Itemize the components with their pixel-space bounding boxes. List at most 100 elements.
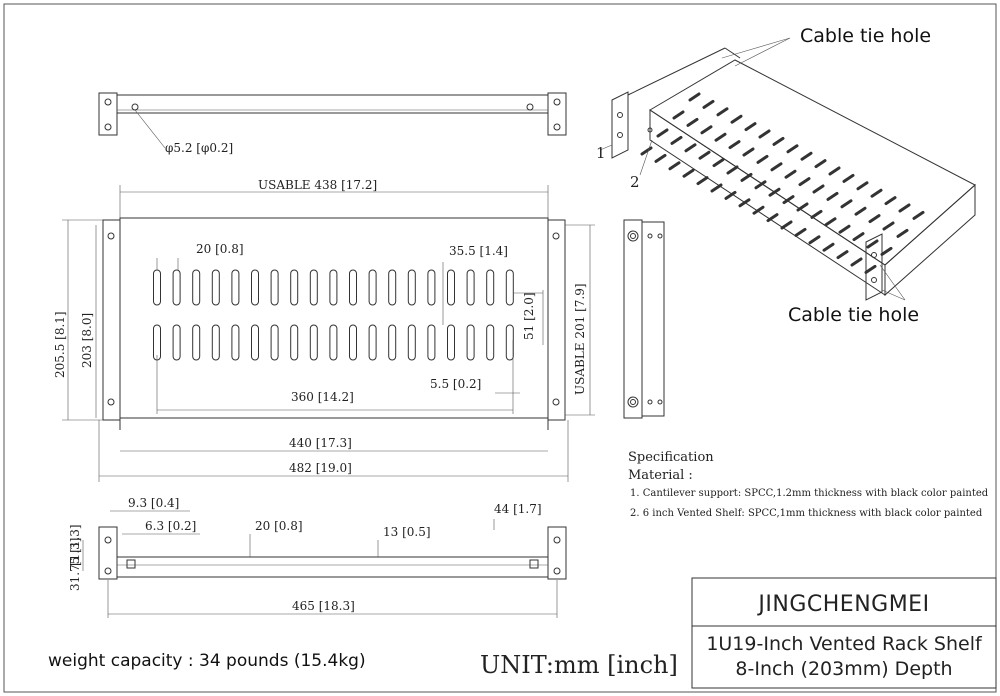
iso-vent-slot bbox=[826, 191, 839, 201]
iso-vent-slot bbox=[686, 117, 699, 127]
iso-vent-slot bbox=[710, 183, 723, 193]
iso-vent-slot bbox=[756, 154, 769, 164]
cable-tie-hole-callout-bottom: Cable tie hole bbox=[788, 304, 919, 326]
iso-vent-slot bbox=[856, 181, 869, 191]
iso-vent-slot bbox=[912, 210, 925, 220]
hole-diameter-dim: φ5.2 [φ0.2] bbox=[165, 141, 233, 155]
usable-depth-dim: USABLE 201 [7.9] bbox=[573, 283, 587, 395]
iso-vent-slot bbox=[724, 190, 737, 200]
iso-vent-slot bbox=[696, 176, 709, 186]
iso-vent-slot bbox=[730, 114, 743, 124]
unit-label: UNIT:mm [inch] bbox=[480, 651, 678, 679]
product-title-line2: 8-Inch (203mm) Depth bbox=[735, 658, 952, 680]
title-block: JINGCHENGMEI 1U19-Inch Vented Rack Shelf… bbox=[691, 577, 997, 689]
iso-vent-slot bbox=[896, 228, 909, 238]
iso-vent-slot bbox=[656, 128, 669, 138]
iso-vent-slot bbox=[882, 221, 895, 231]
iso-vent-slot bbox=[786, 144, 799, 154]
iso-vent-slot bbox=[668, 161, 681, 171]
vent-slot bbox=[349, 269, 357, 306]
vent-slot bbox=[192, 324, 201, 361]
vent-slot bbox=[466, 269, 475, 306]
vent-slot bbox=[427, 269, 436, 306]
front-gap-dim: 13 [0.5] bbox=[383, 525, 431, 539]
iso-vent-slot bbox=[758, 129, 771, 139]
vent-slot bbox=[172, 269, 181, 306]
iso-vent-slot bbox=[814, 159, 827, 169]
iso-vent-slot bbox=[782, 195, 795, 205]
iso-vent-slot bbox=[640, 146, 653, 156]
vent-slot bbox=[153, 324, 161, 361]
iso-vent-slot bbox=[768, 187, 781, 197]
front-ear-offset-dim: 9.3 [0.4] bbox=[128, 496, 179, 510]
brand-name: JINGCHENGMEI bbox=[756, 592, 929, 617]
hole-spacing-dim: 31.75 [1.3] bbox=[68, 524, 82, 591]
iso-vent-slot bbox=[868, 214, 881, 224]
vent-slot bbox=[192, 269, 201, 306]
vent-slot bbox=[290, 324, 299, 361]
iso-vent-slot bbox=[784, 169, 797, 179]
hole-offset-dim: 6.3 [0.2] bbox=[145, 519, 196, 533]
iso-vent-slot bbox=[654, 153, 667, 163]
vent-slot bbox=[270, 324, 279, 361]
iso-vent-slot bbox=[726, 165, 739, 175]
iso-vent-slot bbox=[672, 110, 685, 120]
vent-slot bbox=[388, 324, 397, 361]
spec-material-label: Material : bbox=[628, 468, 693, 483]
iso-vent-slot bbox=[850, 257, 863, 267]
iso-vent-slot bbox=[700, 125, 713, 135]
vent-slot bbox=[349, 324, 357, 361]
iso-vent-slot bbox=[754, 180, 767, 190]
vent-slot bbox=[368, 269, 377, 306]
vent-slot bbox=[309, 269, 318, 306]
vent-slot bbox=[231, 269, 240, 306]
vent-slot bbox=[505, 269, 514, 306]
iso-vent-slot bbox=[796, 202, 809, 212]
iso-vent-slot bbox=[766, 213, 779, 223]
sheet-border bbox=[3, 3, 997, 693]
iso-vent-slot bbox=[824, 217, 837, 227]
iso-vent-slot bbox=[670, 135, 683, 145]
iso-vent-slot bbox=[884, 196, 897, 206]
vent-slot bbox=[329, 269, 338, 306]
iso-vent-slot bbox=[866, 239, 879, 249]
vent-slot bbox=[309, 324, 318, 361]
vent-span-dim: 360 [14.2] bbox=[291, 390, 354, 404]
vent-slot bbox=[211, 269, 220, 306]
front-height-dim: 44 [1.7] bbox=[494, 502, 542, 516]
iso-vent-slot bbox=[798, 177, 811, 187]
spec-item-1: 1. Cantilever support: SPCC,1.2mm thickn… bbox=[630, 488, 989, 499]
vent-slot bbox=[270, 269, 279, 306]
vent-slot bbox=[447, 324, 455, 361]
slot-gap-dim: 5.5 [0.2] bbox=[430, 377, 481, 391]
spec-item-2: 2. 6 inch Vented Shelf: SPCC,1mm thickne… bbox=[630, 508, 983, 519]
vent-slots bbox=[153, 269, 514, 361]
iso-vent-slot bbox=[688, 92, 701, 102]
iso-vent-slot bbox=[740, 172, 753, 182]
part-number-2: 2 bbox=[630, 173, 640, 191]
vent-slot bbox=[290, 269, 299, 306]
vent-slot bbox=[486, 269, 495, 306]
iso-vent-slot bbox=[794, 227, 807, 237]
slot-width-dim: 20 [0.8] bbox=[196, 242, 244, 256]
iso-vent-slot bbox=[852, 232, 865, 242]
isometric-vent-slots bbox=[640, 92, 925, 274]
usable-width-dim: USABLE 438 [17.2] bbox=[258, 178, 377, 192]
cable-tie-hole-callout-top: Cable tie hole bbox=[800, 25, 931, 47]
iso-vent-slot bbox=[822, 242, 835, 252]
iso-vent-slot bbox=[808, 235, 821, 245]
iso-vent-slot bbox=[712, 158, 725, 168]
vent-slot bbox=[153, 269, 161, 306]
vent-slot bbox=[427, 324, 436, 361]
vent-slot bbox=[486, 324, 495, 361]
iso-vent-slot bbox=[698, 150, 711, 160]
iso-vent-slot bbox=[828, 166, 841, 176]
weight-capacity: weight capacity : 34 pounds (15.4kg) bbox=[48, 651, 366, 671]
iso-vent-slot bbox=[880, 246, 893, 256]
iso-vent-slot bbox=[702, 99, 715, 109]
shelf-front-view: 9.3 [0.4] 6.3 [0.2] 20 [0.8] 13 [0.5] 44… bbox=[68, 496, 567, 618]
iso-vent-slot bbox=[770, 162, 783, 172]
iso-vent-slot bbox=[812, 184, 825, 194]
